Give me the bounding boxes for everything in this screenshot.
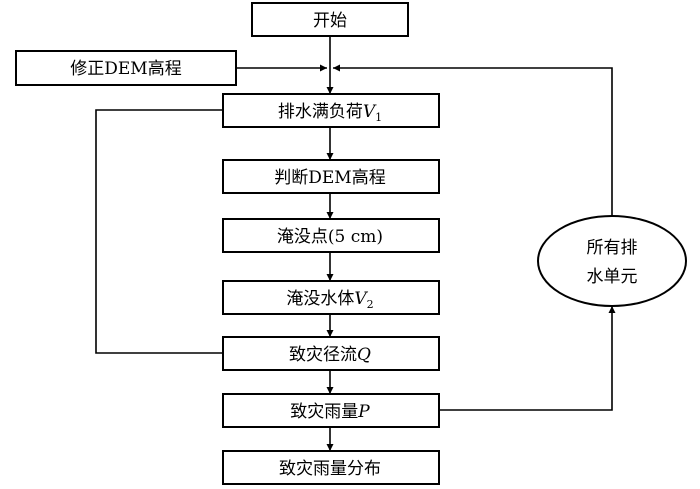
node-distribution: 致灾雨量分布: [222, 450, 440, 485]
node-rainfall-label: 致灾雨量P: [290, 402, 370, 422]
node-runoff: 致灾径流Q: [222, 336, 440, 371]
node-all-units-line2: 水单元: [587, 267, 638, 287]
node-correct-dem-label: 修正DEM高程: [70, 59, 181, 79]
node-drainage-load: 排水满负荷V1: [222, 93, 440, 128]
node-flood-point: 淹没点(5 cm): [222, 218, 440, 253]
arrow-rainfall-to-all-units: [439, 306, 616, 411]
arrow-all-units-to-main: [333, 64, 613, 216]
node-rainfall: 致灾雨量P: [222, 393, 440, 428]
node-drainage-load-label: 排水满负荷V1: [278, 102, 382, 124]
node-correct-dem: 修正DEM高程: [15, 50, 237, 86]
node-flood-volume: 淹没水体V2: [222, 280, 440, 315]
node-all-units-line1: 所有排: [587, 238, 638, 258]
node-flood-volume-label: 淹没水体V2: [286, 289, 373, 311]
node-all-units: 所有排 水单元: [537, 215, 687, 307]
node-start: 开始: [251, 2, 409, 37]
node-judge-dem-label: 判断DEM高程: [274, 168, 385, 188]
node-distribution-label: 致灾雨量分布: [279, 459, 381, 479]
node-start-label: 开始: [313, 11, 347, 31]
feedback-load-to-runoff: [95, 109, 223, 354]
node-runoff-label: 致灾径流Q: [289, 345, 371, 365]
node-judge-dem: 判断DEM高程: [222, 159, 440, 194]
node-flood-point-label: 淹没点(5 cm): [277, 227, 383, 247]
